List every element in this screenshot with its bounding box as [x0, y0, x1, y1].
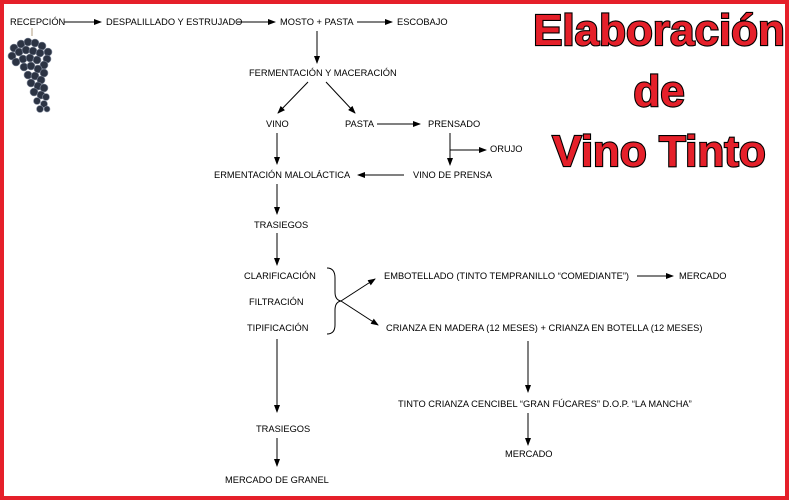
- title-line-3: Vino Tinto: [552, 127, 765, 176]
- step-embotellado: EMBOTELLADO (TINTO TEMPRANILLO “COMEDIAN…: [384, 271, 629, 281]
- step-mercado-granel: MERCADO DE GRANEL: [225, 475, 329, 485]
- step-filtracion: FILTRACIÓN: [249, 297, 304, 307]
- step-malolactica: ERMENTACIÓN MALOLÁCTICA: [214, 170, 351, 180]
- step-despalillado: DESPALILLADO Y ESTRUJADO: [106, 17, 242, 27]
- step-escobajo: ESCOBAJO: [397, 17, 448, 27]
- step-tipificacion: TIPIFICACIÓN: [247, 323, 308, 333]
- step-orujo: ORUJO: [490, 144, 523, 154]
- title-line-1: Elaboración: [533, 6, 785, 55]
- step-prensado: PRENSADO: [428, 119, 480, 129]
- step-mercado-1: MERCADO: [679, 271, 727, 281]
- step-fermentacion: FERMENTACIÓN Y MACERACIÓN: [249, 68, 397, 78]
- step-pasta: PASTA: [345, 119, 375, 129]
- title-line-2: de: [633, 67, 684, 116]
- step-tinto-crianza: TINTO CRIANZA CENCIBEL “GRAN FÚCARES” D.…: [398, 399, 692, 409]
- grape-bunch-image: [7, 28, 53, 113]
- flow-arrows: [64, 19, 674, 467]
- step-vino: VINO: [266, 119, 289, 129]
- step-recepcion: RECEPCIÓN: [10, 17, 65, 27]
- step-mosto-pasta: MOSTO + PASTA: [280, 17, 354, 27]
- step-trasiegos-2: TRASIEGOS: [256, 424, 310, 434]
- step-mercado-2: MERCADO: [505, 449, 553, 459]
- step-vino-prensa: VINO DE PRENSA: [413, 170, 493, 180]
- step-crianza: CRIANZA EN MADERA (12 MESES) + CRIANZA E…: [386, 323, 702, 333]
- step-trasiegos-1: TRASIEGOS: [254, 220, 308, 230]
- step-clarificacion: CLARIFICACIÓN: [244, 271, 316, 281]
